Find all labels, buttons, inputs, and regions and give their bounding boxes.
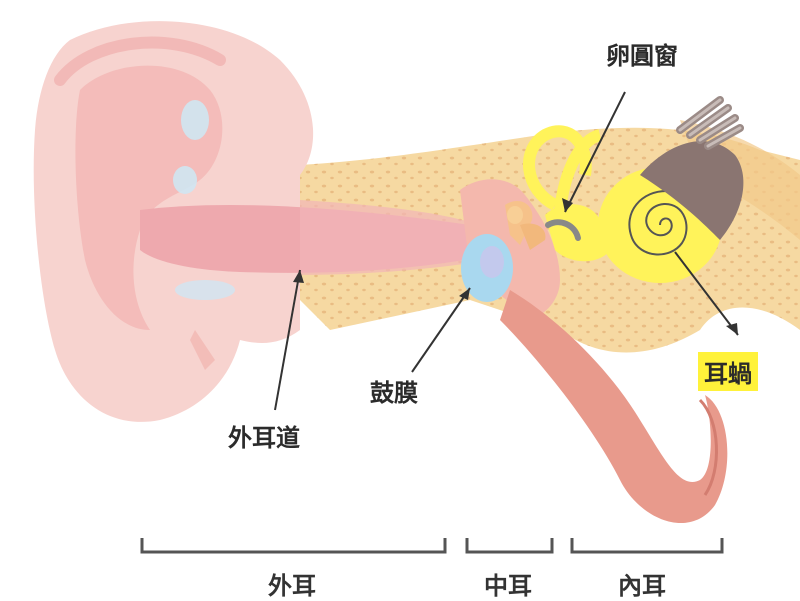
arrow-heads [293, 198, 738, 335]
section-brackets [140, 538, 724, 554]
inner-ear-bracket [570, 538, 724, 554]
inner-ear-section-label: 內耳 [618, 572, 666, 600]
middle-ear-bracket [465, 538, 554, 554]
eardrum-label: 鼓膜 [370, 379, 418, 407]
auditory-nerve [640, 96, 744, 240]
eardrum-leader [411, 287, 471, 373]
outer-ear-section-label: 外耳 [268, 572, 316, 600]
oval-window-label: 卵圓窗 [606, 42, 678, 70]
ear-canal-label: 外耳道 [228, 424, 300, 452]
middle-ear-section-label: 中耳 [484, 572, 532, 600]
cochlea-label: 耳蝸 [698, 352, 758, 391]
outer-ear-bracket [140, 538, 447, 554]
leader-lines [274, 91, 739, 411]
ear-canal [140, 200, 490, 275]
vestibule [545, 204, 610, 262]
eustachian-tube [500, 290, 728, 524]
middle-ear [460, 179, 728, 524]
cochlea-leader [674, 251, 739, 336]
ossicles [505, 200, 546, 250]
eardrum [461, 234, 513, 302]
ear-canal-leader [274, 269, 301, 411]
oval-window-leader [564, 91, 626, 213]
